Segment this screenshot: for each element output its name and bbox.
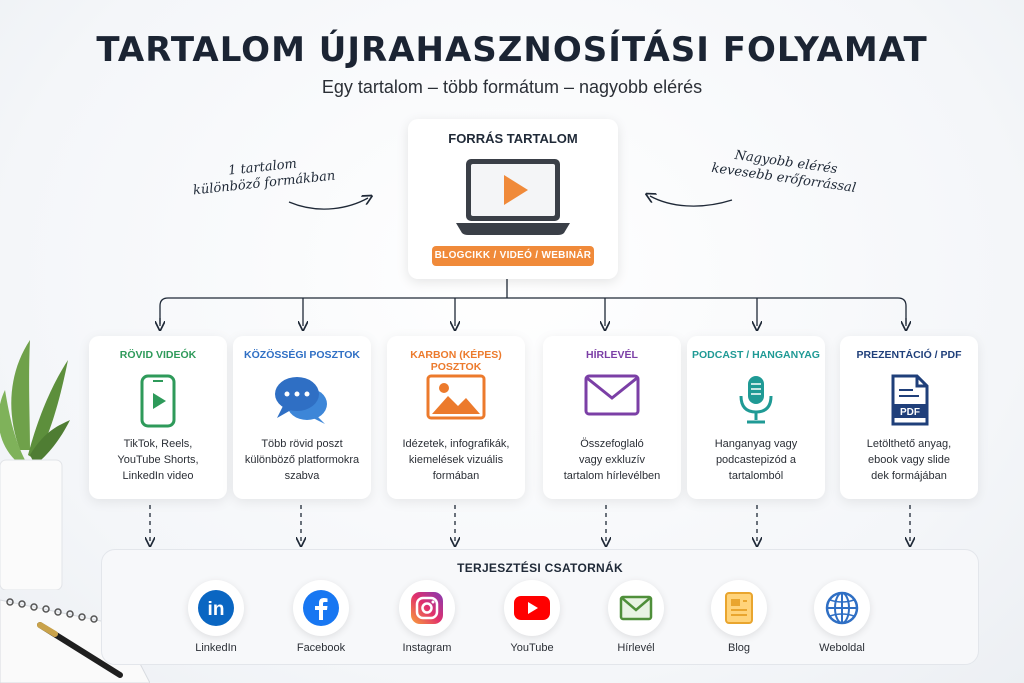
page-title: TARTALOM ÚJRAHASZNOSÍTÁSI FOLYAMAT <box>96 30 928 70</box>
channels-title: TERJESZTÉSI CSATORNÁK <box>457 561 623 575</box>
format-desc-line: kiemelések vizuális <box>408 454 504 466</box>
format-desc-line: TikTok, Reels, <box>123 438 193 450</box>
format-description: Hanganyag vagy podcastepizód a tartalomb… <box>693 436 819 484</box>
format-card-short-videos: RÖVID VIDEÓK TikTok, Reels, YouTube Shor… <box>89 336 227 499</box>
facebook-icon <box>303 590 339 626</box>
channel-label: LinkedIn <box>195 642 237 654</box>
format-desc-line: Több rövid poszt <box>261 438 343 450</box>
microphone-icon <box>739 376 773 424</box>
blog-icon <box>725 592 753 624</box>
format-description: Összefoglaló vagy exkluzív tartalom hírl… <box>549 436 675 484</box>
format-title: HÍRLEVÉL <box>586 349 638 361</box>
source-title: FORRÁS TARTALOM <box>448 131 578 146</box>
format-description: Idézetek, infografikák, kiemelések vizuá… <box>393 436 519 484</box>
channel-youtube: YouTube <box>487 580 577 654</box>
format-desc-line: vagy exkluzív <box>578 454 646 466</box>
format-title: PREZENTÁCIÓ / PDF <box>856 349 962 361</box>
channel-linkedin: in LinkedIn <box>171 580 261 654</box>
image-icon <box>426 374 486 420</box>
channel-label: Facebook <box>296 642 346 654</box>
format-desc-line: LinkedIn video <box>122 470 194 482</box>
channel-label: Blog <box>727 642 751 654</box>
channel-label: YouTube <box>510 642 554 654</box>
format-desc-line: dek formájában <box>871 470 947 482</box>
format-card-presentation: PREZENTÁCIÓ / PDF PDF Letölthető anyag, … <box>840 336 978 499</box>
format-card-social-posts: KÖZÖSSÉGI POSZTOK Több rövid poszt külön… <box>233 336 371 499</box>
channel-website: Weboldal <box>797 580 887 654</box>
format-desc-line: Idézetek, infografikák, <box>402 438 510 450</box>
format-title: KÖZÖSSÉGI POSZTOK <box>244 349 360 361</box>
chat-bubbles-icon <box>275 377 327 424</box>
format-desc-line: YouTube Shorts, <box>117 454 199 466</box>
note-left-arrow <box>288 198 368 210</box>
channel-label: Instagram <box>402 642 452 654</box>
mail-icon <box>619 595 653 621</box>
channel-instagram: Instagram <box>382 580 472 654</box>
format-desc-line: különböző platformokra <box>244 454 360 466</box>
format-desc-line: szabva <box>284 470 320 482</box>
smartphone-video-icon <box>140 374 176 428</box>
instagram-icon <box>411 592 443 624</box>
format-desc-line: tartalom hírlevélben <box>563 470 661 482</box>
format-card-carousel-posts: KARBON (KÉPES) POSZTOK Idézetek, infogra… <box>387 336 525 499</box>
channel-facebook: Facebook <box>276 580 366 654</box>
svg-text:PDF: PDF <box>900 407 920 418</box>
channel-blog: Blog <box>694 580 784 654</box>
format-desc-line: Hanganyag vagy <box>714 438 798 450</box>
pdf-document-icon: PDF <box>891 374 929 426</box>
format-desc-line: tartalomból <box>728 470 784 482</box>
format-card-newsletter: HÍRLEVÉL Összefoglaló vagy exkluzív tart… <box>543 336 681 499</box>
laptop-play-icon <box>456 159 570 235</box>
format-desc-line: Összefoglaló <box>580 438 644 450</box>
page-subtitle: Egy tartalom – több formátum – nagyobb e… <box>321 77 703 97</box>
format-desc-line: ebook vagy slide <box>868 454 950 466</box>
format-title: RÖVID VIDEÓK <box>119 349 197 361</box>
note-right-arrow <box>650 196 733 207</box>
channel-label: Hírlevél <box>617 642 655 654</box>
source-types-pill: BLOGCIKK / VIDEÓ / WEBINÁR <box>432 246 594 266</box>
format-description: Több rövid poszt különböző platformokra … <box>239 436 365 484</box>
format-description: TikTok, Reels, YouTube Shorts, LinkedIn … <box>95 436 221 484</box>
svg-text:in: in <box>208 599 225 620</box>
format-desc-line: podcastepizód a <box>715 454 797 466</box>
channel-newsletter: Hírlevél <box>591 580 681 654</box>
linkedin-icon: in <box>198 590 234 626</box>
format-title: KARBON (KÉPES) POSZTOK <box>410 349 502 373</box>
youtube-icon <box>514 596 550 620</box>
format-card-podcast: PODCAST / HANGANYAG Hanganyag vagy podca… <box>687 336 825 499</box>
format-description: Letölthető anyag, ebook vagy slide dek f… <box>846 436 972 484</box>
source-content-card: FORRÁS TARTALOM BLOGCIKK / VIDEÓ / WEBIN… <box>408 119 618 279</box>
format-desc-line: Letölthető anyag, <box>866 438 952 450</box>
plant-decoration <box>0 340 70 590</box>
format-desc-line: formában <box>432 470 480 482</box>
envelope-icon <box>584 374 640 416</box>
distribution-channels-panel: TERJESZTÉSI CSATORNÁK in LinkedIn Facebo… <box>101 549 979 665</box>
channel-label: Weboldal <box>819 642 865 654</box>
globe-icon <box>825 591 859 625</box>
format-title: PODCAST / HANGANYAG <box>692 349 820 361</box>
